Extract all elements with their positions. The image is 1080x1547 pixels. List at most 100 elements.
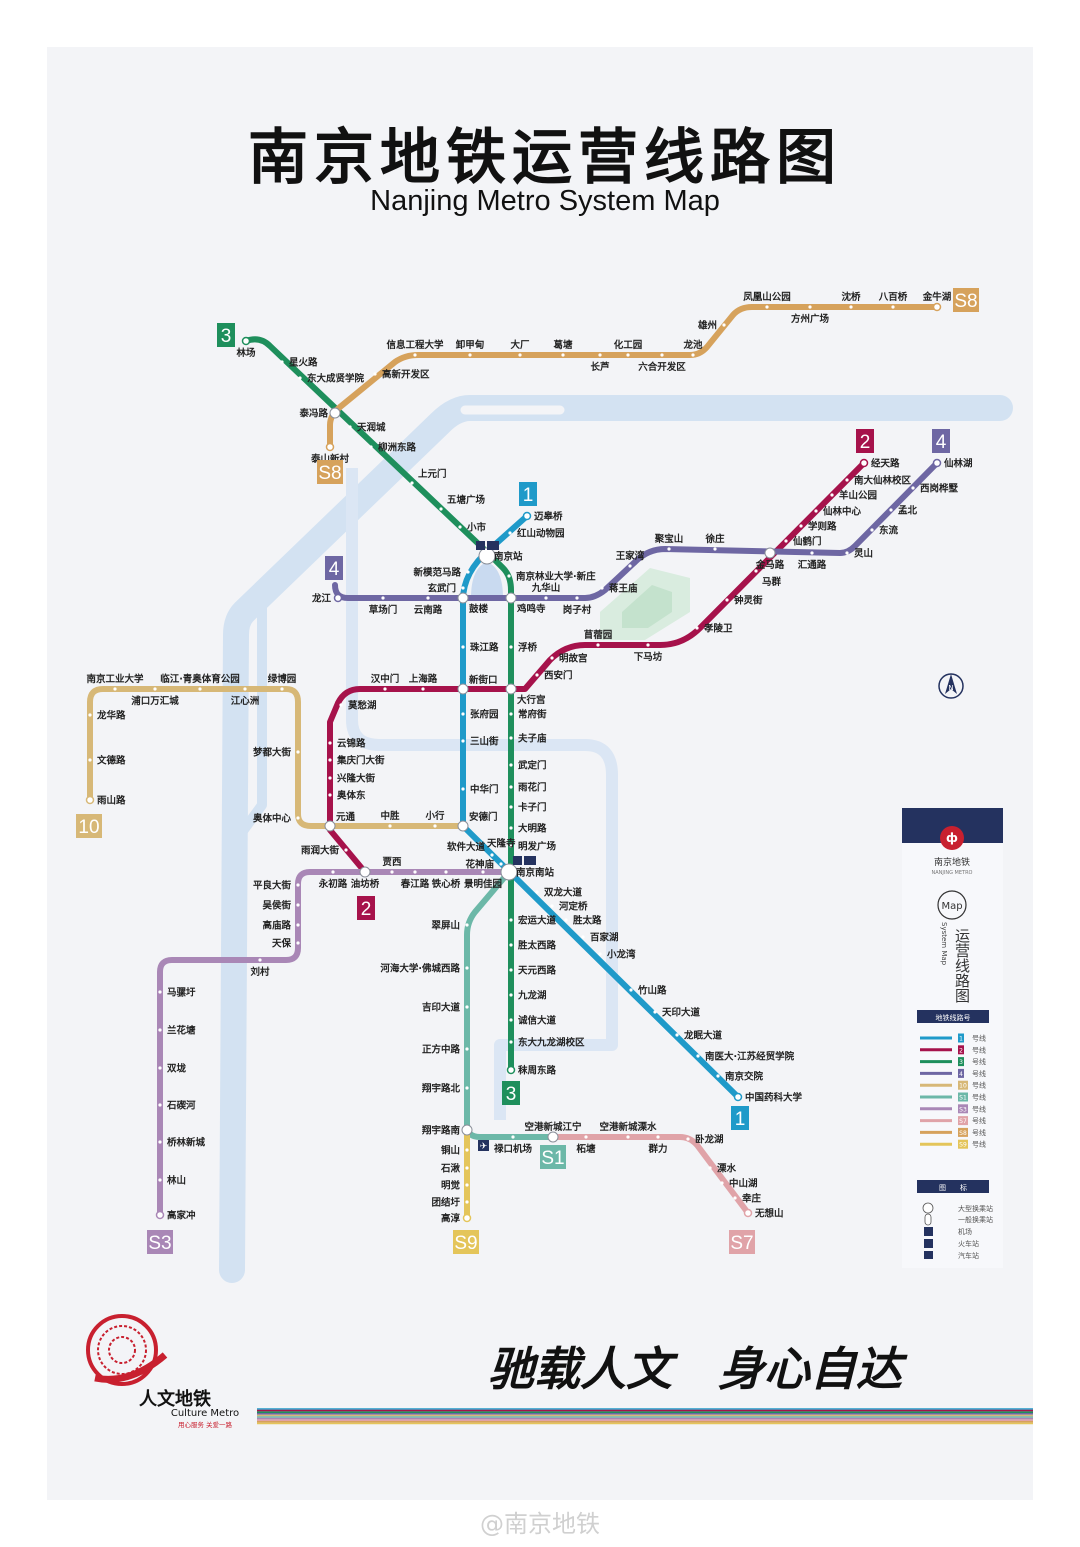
station-dot[interactable] xyxy=(830,493,834,497)
station-label[interactable]: 沈桥 xyxy=(841,291,861,303)
station-dot[interactable] xyxy=(383,687,387,691)
station-label[interactable]: 新街口 xyxy=(469,674,498,686)
station-dot[interactable] xyxy=(544,596,548,600)
station-label[interactable]: 珠江路 xyxy=(470,642,499,654)
station-label[interactable]: 花神庙 xyxy=(465,859,494,871)
terminal-station-dot[interactable] xyxy=(241,336,251,346)
station-label[interactable]: 群力 xyxy=(647,1143,667,1155)
station-dot[interactable] xyxy=(696,1054,700,1058)
station-dot[interactable] xyxy=(509,968,513,972)
line-badge-3[interactable]: 3 xyxy=(217,323,235,347)
line-badge-1[interactable]: 1 xyxy=(731,1106,749,1130)
station-dot[interactable] xyxy=(550,656,554,660)
station-dot[interactable] xyxy=(509,785,513,789)
station-dot[interactable] xyxy=(433,824,437,828)
line-badge-10[interactable]: 10 xyxy=(76,814,102,838)
station-dot[interactable] xyxy=(660,353,664,357)
station-label[interactable]: 卡子门 xyxy=(518,802,547,814)
line-badge-3[interactable]: 3 xyxy=(502,1081,520,1105)
station-label[interactable]: 贾西 xyxy=(382,857,402,868)
station-label[interactable]: 星火路 xyxy=(289,357,318,369)
station-label[interactable]: 无想山 xyxy=(754,1208,784,1220)
station-dot[interactable] xyxy=(870,528,874,532)
station-dot[interactable] xyxy=(468,353,472,357)
station-dot[interactable] xyxy=(765,305,769,309)
terminal-station-dot[interactable] xyxy=(859,458,869,468)
interchange-station-icon[interactable] xyxy=(324,820,336,832)
station-dot[interactable] xyxy=(466,570,470,574)
station-dot[interactable] xyxy=(328,776,332,780)
station-label[interactable]: 雨山路 xyxy=(97,795,126,807)
terminal-station-dot[interactable] xyxy=(522,511,532,521)
station-label[interactable]: 禄口机场 xyxy=(493,1143,533,1155)
interchange-station-icon[interactable] xyxy=(329,407,341,419)
station-label[interactable]: 八百桥 xyxy=(878,291,908,303)
station-label[interactable]: 南医大·江苏经贸学院 xyxy=(705,1051,795,1063)
station-dot[interactable] xyxy=(461,645,465,649)
station-label[interactable]: 油坊桥 xyxy=(351,878,380,890)
station-dot[interactable] xyxy=(507,574,511,578)
station-dot[interactable] xyxy=(465,1086,469,1090)
station-label[interactable]: 雨润大街 xyxy=(301,845,340,857)
station-label[interactable]: 胜太西路 xyxy=(517,940,557,952)
station-label[interactable]: 翔宇路北 xyxy=(421,1083,461,1095)
station-dot[interactable] xyxy=(891,305,895,309)
station-label[interactable]: 中山湖 xyxy=(729,1178,758,1190)
station-label[interactable]: 聚宝山 xyxy=(654,533,684,545)
interchange-station-icon[interactable] xyxy=(457,820,469,832)
station-dot[interactable] xyxy=(296,903,300,907)
station-label[interactable]: 张府园 xyxy=(470,709,499,721)
station-dot[interactable] xyxy=(444,870,448,874)
station-dot[interactable] xyxy=(328,758,332,762)
station-label[interactable]: 徐庄 xyxy=(704,533,725,545)
station-label[interactable]: 柳洲东路 xyxy=(378,442,417,454)
station-label[interactable]: 兰花塘 xyxy=(167,1025,196,1037)
station-dot[interactable] xyxy=(509,1018,513,1022)
station-label[interactable]: 林场 xyxy=(236,347,256,359)
station-dot[interactable] xyxy=(373,372,377,376)
station-label[interactable]: 空港新城溧水 xyxy=(599,1121,657,1133)
station-dot[interactable] xyxy=(889,508,893,512)
station-label[interactable]: 中胜 xyxy=(380,810,400,822)
interchange-station-icon[interactable] xyxy=(457,592,469,604)
terminal-station-dot[interactable] xyxy=(932,302,942,312)
station-dot[interactable] xyxy=(465,923,469,927)
station-label[interactable]: 武定门 xyxy=(518,760,547,772)
station-label[interactable]: 常府街 xyxy=(518,709,547,721)
station-label[interactable]: 仙林中心 xyxy=(823,506,862,518)
station-dot[interactable] xyxy=(348,425,352,429)
station-dot[interactable] xyxy=(153,687,157,691)
station-label[interactable]: 河定桥 xyxy=(559,901,588,913)
line-badge-4[interactable]: 4 xyxy=(325,556,343,580)
station-label[interactable]: 汇通路 xyxy=(798,559,827,571)
station-label[interactable]: 景明佳园 xyxy=(463,878,502,890)
station-label[interactable]: 团结圩 xyxy=(431,1197,460,1209)
station-dot[interactable] xyxy=(733,1196,737,1200)
station-dot[interactable] xyxy=(388,824,392,828)
station-dot[interactable] xyxy=(720,1181,724,1185)
station-label[interactable]: 铜山 xyxy=(441,1145,460,1157)
station-dot[interactable] xyxy=(158,1178,162,1182)
interchange-station-icon[interactable] xyxy=(505,592,517,604)
station-dot[interactable] xyxy=(461,787,465,791)
station-label[interactable]: 莫愁湖 xyxy=(347,700,377,712)
station-label[interactable]: 东大九龙湖校区 xyxy=(518,1037,585,1049)
station-label[interactable]: 小龙湾 xyxy=(606,949,636,961)
station-label[interactable]: 五塘广场 xyxy=(447,494,486,506)
station-label[interactable]: 上元门 xyxy=(418,468,447,480)
station-dot[interactable] xyxy=(421,687,425,691)
station-dot[interactable] xyxy=(478,841,482,845)
station-label[interactable]: 夫子庙 xyxy=(517,733,547,745)
station-label[interactable]: 长芦 xyxy=(590,361,610,373)
station-dot[interactable] xyxy=(509,805,513,809)
line-s1-route[interactable] xyxy=(464,869,556,1140)
station-label[interactable]: 梦都大街 xyxy=(253,747,292,759)
station-label[interactable]: 上海路 xyxy=(409,673,438,685)
station-label[interactable]: 小行 xyxy=(424,810,445,822)
station-dot[interactable] xyxy=(465,1047,469,1051)
station-label[interactable]: 经天路 xyxy=(871,458,900,470)
station-dot[interactable] xyxy=(810,551,814,555)
station-dot[interactable] xyxy=(328,793,332,797)
station-label[interactable]: 桥林新城 xyxy=(167,1137,206,1149)
station-label[interactable]: 吉印大道 xyxy=(422,1002,461,1014)
